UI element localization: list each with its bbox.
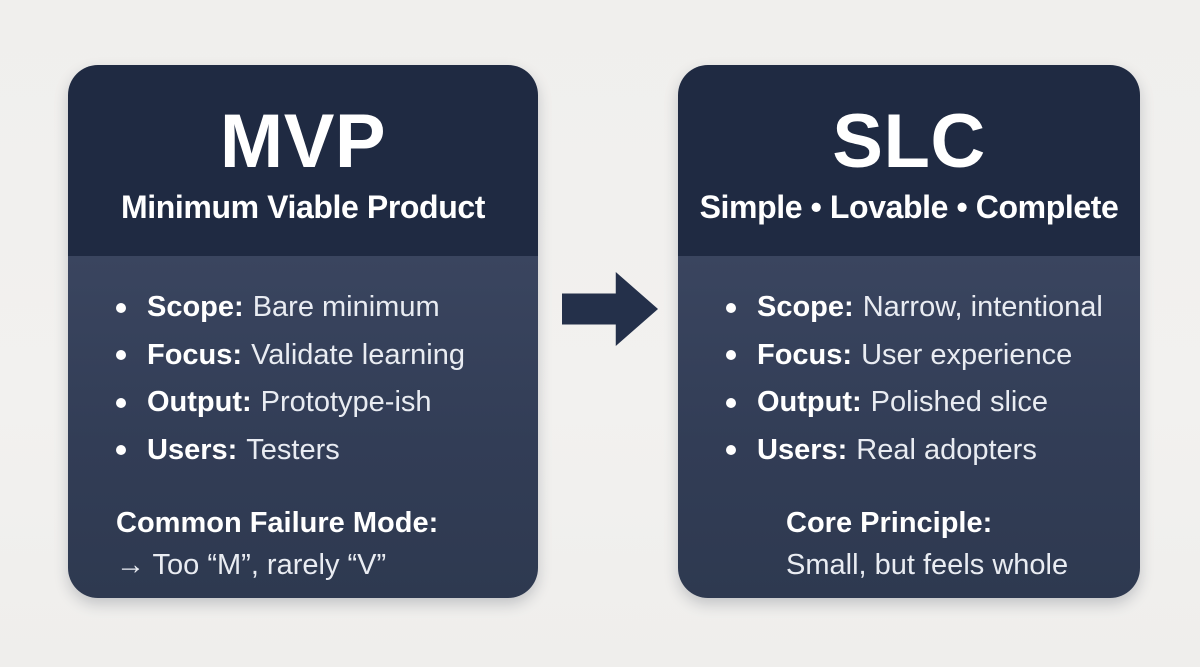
slc-subtitle: Simple • Lovable • Complete (699, 188, 1119, 225)
bullet-value: Real adopters (856, 433, 1037, 466)
bullet-item: Users: Real adopters (726, 427, 1116, 475)
bullet-dot-icon (726, 302, 736, 313)
bullet-dot-icon (726, 397, 736, 408)
bullet-dot-icon (726, 445, 736, 456)
bullet-dot-icon (726, 350, 736, 361)
bullet-label: Focus: (757, 338, 853, 371)
slc-footer-heading: Core Principle: (786, 507, 993, 539)
bullet-dot-icon (116, 302, 126, 313)
bullet-value: Polished slice (870, 386, 1048, 419)
mvp-title: MVP (219, 98, 387, 184)
slc-footer-line: Small, but feels whole (786, 549, 1069, 581)
bullet-item: Focus: User experience (726, 332, 1116, 380)
slc-title: SLC (832, 98, 986, 184)
slc-card-body: Scope: Narrow, intentional Focus: User e… (678, 256, 1140, 598)
bullet-item: Focus: Validate learning (116, 332, 514, 380)
bullet-label: Users: (757, 433, 848, 466)
bullet-label: Scope: (147, 291, 244, 324)
slc-bullet-list: Scope: Narrow, intentional Focus: User e… (726, 284, 1116, 474)
mvp-card-header: MVP Minimum Viable Product (68, 65, 538, 256)
slc-card: SLC Simple • Lovable • Complete Scope: N… (678, 65, 1140, 598)
bullet-value: Bare minimum (252, 291, 440, 324)
slc-card-header: SLC Simple • Lovable • Complete (678, 65, 1140, 256)
bullet-label: Output: (757, 386, 862, 419)
bullet-dot-icon (116, 350, 126, 361)
bullet-label: Focus: (147, 338, 243, 371)
bullet-label: Users: (147, 433, 238, 466)
bullet-item: Output: Polished slice (726, 379, 1116, 427)
bullet-value: Prototype-ish (260, 386, 432, 419)
right-arrow-icon (562, 272, 658, 346)
mvp-footer-heading: Common Failure Mode: (116, 507, 439, 539)
mvp-bullet-list: Scope: Bare minimum Focus: Validate lear… (116, 284, 514, 474)
mvp-card: MVP Minimum Viable Product Scope: Bare m… (68, 65, 538, 598)
bullet-label: Scope: (757, 291, 854, 324)
bullet-value: Narrow, intentional (862, 291, 1103, 324)
mvp-footer-line: → Too “M”, rarely “V” (116, 549, 387, 581)
mvp-subtitle: Minimum Viable Product (121, 188, 485, 225)
bullet-dot-icon (116, 397, 126, 408)
bullet-value: Testers (246, 433, 340, 466)
bullet-item: Users: Testers (116, 427, 514, 475)
bullet-label: Output: (147, 386, 252, 419)
bullet-dot-icon (116, 445, 126, 456)
bullet-item: Scope: Narrow, intentional (726, 284, 1116, 332)
bullet-item: Scope: Bare minimum (116, 284, 514, 332)
slc-footer: Core Principle: Small, but feels whole (726, 502, 1116, 586)
bullet-value: User experience (861, 338, 1073, 371)
mvp-footer: Common Failure Mode: → Too “M”, rarely “… (116, 502, 514, 586)
mvp-card-body: Scope: Bare minimum Focus: Validate lear… (68, 256, 538, 598)
bullet-value: Validate learning (251, 338, 465, 371)
bullet-item: Output: Prototype-ish (116, 379, 514, 427)
